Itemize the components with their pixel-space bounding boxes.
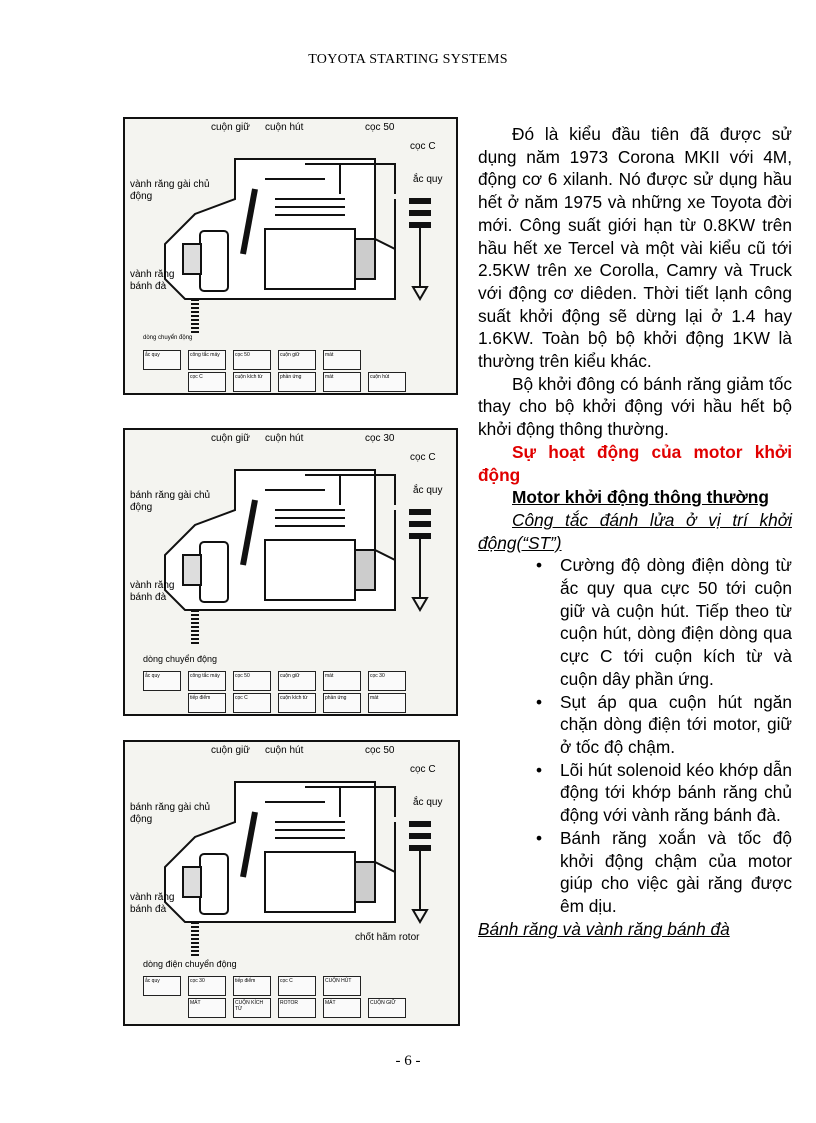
flow-box: MÁT xyxy=(188,998,226,1018)
flow-box: cọc 30 xyxy=(188,976,226,996)
flow-box: cọc 30 xyxy=(368,671,406,691)
flow-box: phần ứng xyxy=(278,372,316,392)
flow-box: cọc C xyxy=(188,372,226,392)
flow-box: phần ứng xyxy=(323,693,361,713)
label-pull: cuộn hút xyxy=(265,745,304,756)
flow-title: dòng chuyển động xyxy=(143,654,218,664)
flow-box: ắc quy xyxy=(143,671,181,691)
label-tc: cọc C xyxy=(410,452,436,463)
label-battery: ắc quy xyxy=(413,174,443,185)
flow-box: CUỘN GIỮ xyxy=(368,998,406,1018)
condition-heading: Công tắc đánh lửa ở vị trí khởi động(“ST… xyxy=(478,509,792,553)
label-pinion: bánh răng gài chủ động xyxy=(130,802,211,825)
label-hold: cuộn giữ xyxy=(211,433,250,444)
label-ring: vành răng bánh đà xyxy=(130,269,175,292)
flow-box: cọc 50 xyxy=(233,350,271,370)
paragraph-intro: Đó là kiểu đầu tiên đã được sử dụng năm … xyxy=(478,124,792,372)
flow-box: mát xyxy=(323,372,361,392)
flow-box: mát xyxy=(368,693,406,713)
label-pinion: vành răng gài chủ động xyxy=(130,179,210,202)
flow-box: ROTOR xyxy=(278,998,316,1018)
label-tc: cọc C xyxy=(410,141,436,152)
flow-box: tiếp điểm xyxy=(188,693,226,713)
flow-box: cuộn kích từ xyxy=(233,372,271,392)
flow-box: MÁT xyxy=(323,998,361,1018)
flow-box: cuộn hút xyxy=(368,372,406,392)
starter-diagram-1: cuộn giữ cuộn hút cọc 50 cọc C ắc quy vành ră… xyxy=(123,117,458,395)
label-ring: vành răng bánh đà xyxy=(130,580,175,603)
flow-box: ắc quy xyxy=(143,976,181,996)
flow-box: cọc C xyxy=(233,693,271,713)
label-t50: cọc 30 xyxy=(365,433,395,444)
label-lock: chốt hãm rotor xyxy=(355,932,420,943)
starter-diagram-3: cuộn giữ cuộn hút cọc 50 cọc C ắc quy bánh ră… xyxy=(123,740,460,1026)
starter-diagram-2: cuộn giữ cuộn hút cọc 30 cọc C ắc quy bánh ră… xyxy=(123,428,458,716)
label-pull: cuộn hút xyxy=(265,433,304,444)
flow-box: CUỘN HÚT xyxy=(323,976,361,996)
flow-box: cuộn giữ xyxy=(278,350,316,370)
label-pull: cuộn hút xyxy=(265,122,304,133)
next-heading: Bánh răng và vành răng bánh đà xyxy=(478,918,730,939)
flow-box: CUỘN KÍCH TỪ xyxy=(233,998,271,1018)
list-item: Sụt áp qua cuộn hút ngăn chặn dòng điện … xyxy=(536,691,792,759)
label-battery: ắc quy xyxy=(413,485,443,496)
paragraph-reduction: Bộ khởi đông có bánh răng giảm tốc thay … xyxy=(478,373,792,440)
flow-box: cọc C xyxy=(278,976,316,996)
label-battery: ắc quy xyxy=(413,797,443,808)
flow-box: công tắc máy xyxy=(188,350,226,370)
bullet-list: Cường độ dòng điện dòng từ ắc quy qua cự… xyxy=(478,554,792,917)
subheading: Motor khởi động thông thường xyxy=(512,487,769,508)
page-number: - 6 - xyxy=(395,1053,421,1069)
page-header: TOYOTA STARTING SYSTEMS xyxy=(308,52,508,67)
label-ring: vành răng bánh đà xyxy=(130,892,175,915)
label-t50: cọc 50 xyxy=(365,745,395,756)
list-item: Lõi hút solenoid kéo khớp dẫn động tới k… xyxy=(536,759,792,827)
label-hold: cuộn giữ xyxy=(211,745,250,756)
body-text: Đó là kiểu đầu tiên đã được sử dụng năm … xyxy=(478,123,792,940)
flow-title: dòng điện chuyển động xyxy=(143,959,237,969)
flow-box: cuộn giữ xyxy=(278,671,316,691)
starter-motor-drawing xyxy=(164,158,431,334)
starter-motor-drawing xyxy=(164,469,431,645)
flow-box: ắc quy xyxy=(143,350,181,370)
section-heading: Sự hoạt động của motor khởi động xyxy=(478,441,792,485)
label-hold: cuộn giữ xyxy=(211,122,250,133)
list-item: Bánh răng xoắn và tốc độ khởi động chậm … xyxy=(536,827,792,918)
label-pinion: bánh răng gài chủ động xyxy=(130,490,211,513)
flow-box: cuộn kích từ xyxy=(278,693,316,713)
flow-box: cọc 50 xyxy=(233,671,271,691)
flow-box: công tắc máy xyxy=(188,671,226,691)
flow-box: mát xyxy=(323,671,361,691)
starter-motor-drawing xyxy=(164,781,431,957)
list-item: Cường độ dòng điện dòng từ ắc quy qua cự… xyxy=(536,554,792,690)
label-tc: cọc C xyxy=(410,764,436,775)
flow-title: dòng chuyển động xyxy=(143,335,193,341)
flow-box: tiếp điểm xyxy=(233,976,271,996)
label-t50: cọc 50 xyxy=(365,122,395,133)
flow-box: mát xyxy=(323,350,361,370)
